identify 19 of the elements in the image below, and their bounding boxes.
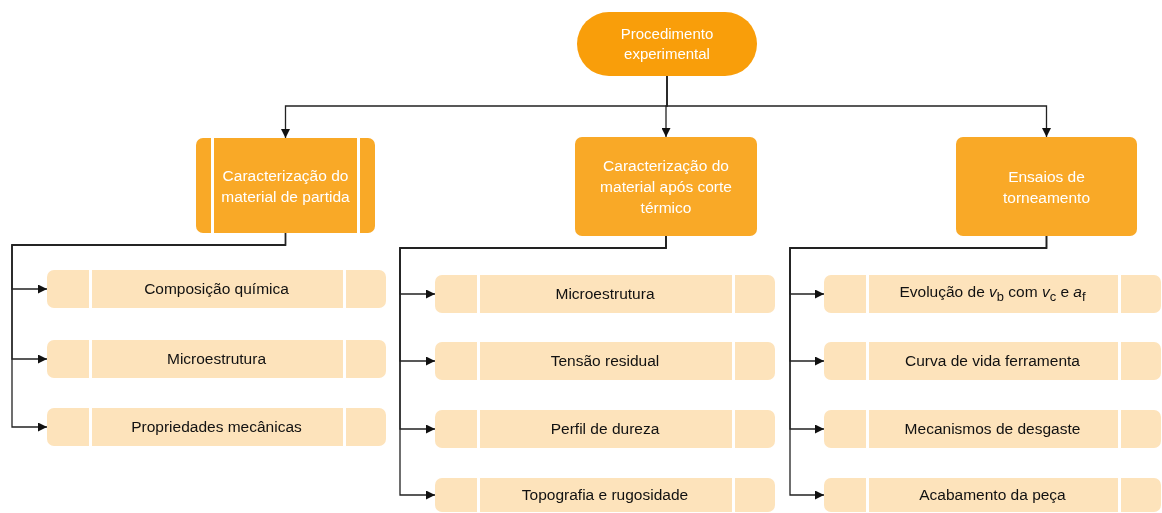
item-box: Tensão residual (435, 342, 775, 380)
item-box: Perfil de dureza (435, 410, 775, 448)
item-box: Evolução de v$_{b}$ com v$_{c}$ e a$_{f}$ (824, 275, 1161, 313)
process-box: Ensaios de torneamento (956, 137, 1137, 236)
item-box: Propriedades mecânicas (47, 408, 386, 446)
arrow (789, 235, 1048, 500)
process-box: Caracterização do material após corte térmico (575, 137, 757, 236)
arrow (11, 232, 287, 432)
arrow (666, 75, 1051, 138)
arrow (399, 235, 667, 500)
item-box: Microestrutura (435, 275, 775, 313)
item-box: Microestrutura (47, 340, 386, 378)
subprocess-box: Caracterização do material de partida (196, 138, 375, 233)
item-box: Topografia e rugosidade (435, 478, 775, 512)
item-box: Composição química (47, 270, 386, 308)
item-box: Acabamento da peça (824, 478, 1161, 512)
item-box: Curva de vida ferramenta (824, 342, 1161, 380)
start-terminal: Procedimento experimental (577, 12, 757, 76)
item-box: Mecanismos de desgaste (824, 410, 1161, 448)
